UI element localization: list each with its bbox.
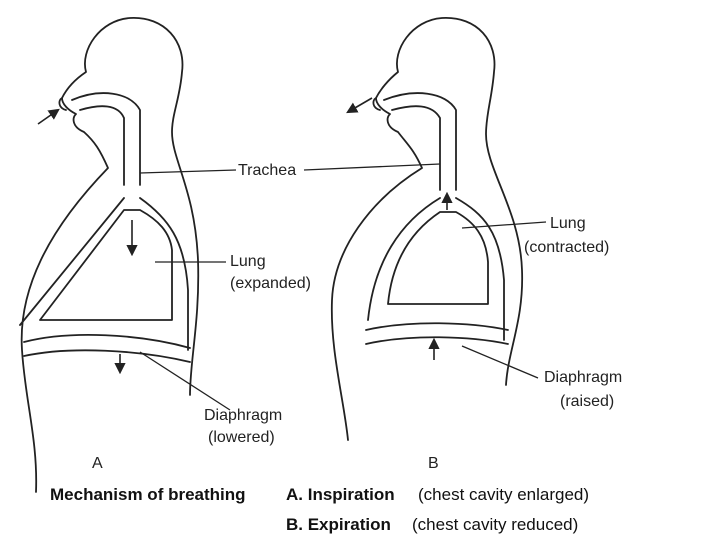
figure-a-diaphragm-bottom [23, 349, 191, 363]
figure-b-lung-label-1: Lung [550, 215, 586, 232]
figure-a-letter: A [92, 455, 103, 472]
figure-a-body-outline [20, 17, 200, 493]
figure-a-lung-inner [39, 209, 173, 321]
caption-item-b-desc: (chest cavity reduced) [412, 515, 578, 534]
figure-a-nasal-passage-inner [79, 105, 125, 186]
caption-item-a-key: A. Inspiration [286, 485, 395, 504]
figure-b-letter: B [428, 455, 439, 472]
trachea-label: Trachea [238, 162, 296, 179]
figure-a-diaphragm-label-1: Diaphragm [204, 407, 282, 424]
caption-item-b-key: B. Expiration [286, 515, 391, 534]
figure-b-diaphragm-leader [461, 345, 539, 379]
figure-b-lung-inner [387, 211, 489, 305]
figure-b-lung-outer-right [455, 197, 505, 341]
figure-b-nasal-passage [383, 92, 457, 191]
figure-b-body-outline [330, 17, 524, 441]
caption: Mechanism of breathing A. Inspiration (c… [50, 485, 589, 534]
figure-a-nasal-passage [71, 92, 141, 186]
caption-item-a-desc: (chest cavity enlarged) [418, 485, 589, 504]
figure-a-diaphragm-top [23, 334, 191, 349]
figure-a-diaphragm-leader [139, 351, 231, 411]
figure-b-lung-leader [461, 221, 547, 229]
figure-a-nose [58, 97, 67, 111]
caption-title: Mechanism of breathing [50, 485, 246, 504]
figure-b-diaphragm-top [365, 322, 509, 331]
figure-b-diaphragm-label-1: Diaphragm [544, 369, 622, 386]
figure-b-expiration: Lung (contracted) Diaphragm (raised) B [330, 17, 622, 472]
figure-a-inhale-arrow [37, 108, 60, 125]
figure-b-lung-outer-left [367, 197, 441, 321]
figure-b-nasal-passage-inner [391, 105, 441, 191]
figure-a-lung-outer [19, 197, 125, 326]
figure-a-lung-label-1: Lung [230, 253, 266, 270]
trachea-callout: Trachea [139, 162, 441, 179]
figure-a-lung-outer-right [139, 197, 189, 351]
figure-b-nose [372, 97, 381, 111]
figure-b-diaphragm-label-2: (raised) [560, 393, 614, 410]
figure-b-lung-label-2: (contracted) [524, 239, 609, 256]
figure-b-diaphragm-bottom [365, 336, 509, 345]
trachea-leader-right [303, 163, 441, 171]
figure-b-exhale-arrow [346, 97, 373, 114]
figure-a-inspiration: Lung (expanded) Diaphragm (lowered) A [19, 17, 311, 493]
figure-a-diaphragm-label-2: (lowered) [208, 429, 275, 446]
figure-a-lung-label-2: (expanded) [230, 275, 311, 292]
trachea-leader-left [139, 169, 237, 174]
